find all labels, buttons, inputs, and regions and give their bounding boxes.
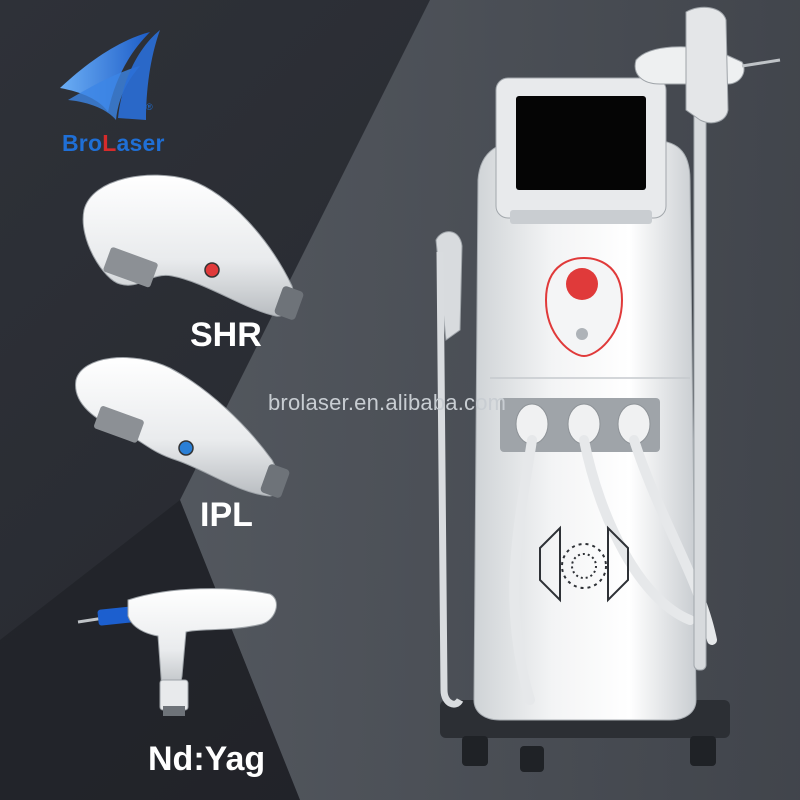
laser-machine-image <box>435 6 781 772</box>
brand-logo-icon <box>60 30 160 120</box>
shr-label: SHR <box>190 316 262 354</box>
ipl-label: IPL <box>200 496 253 534</box>
ndyag-label: Nd:Yag <box>148 740 266 778</box>
website-watermark: brolaser.en.alibaba.com <box>268 390 507 415</box>
registered-mark: ® <box>146 102 153 112</box>
ndyag-handpiece-image <box>77 588 277 716</box>
vent-grill-icon <box>539 525 629 603</box>
shr-handpiece-image <box>82 174 304 320</box>
ipl-handpiece-image <box>75 357 290 498</box>
brand-name: BroLaser <box>62 130 165 156</box>
